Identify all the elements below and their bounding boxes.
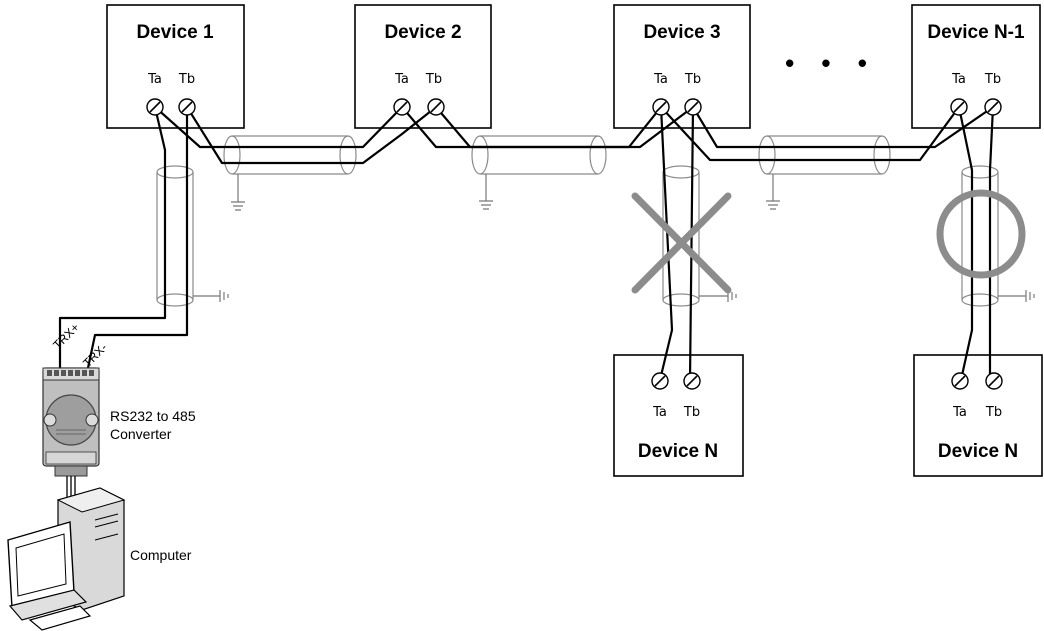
wire-tb-bus bbox=[186, 105, 994, 165]
screw-icon bbox=[393, 98, 411, 116]
converter-device bbox=[42, 367, 100, 477]
screw-icon bbox=[651, 372, 669, 390]
device-n-right-title: Device N bbox=[938, 441, 1018, 462]
screw-icon bbox=[684, 98, 702, 116]
trx-plus-label: TRX+ bbox=[50, 320, 82, 352]
ellipsis: • • • bbox=[785, 48, 877, 78]
device-n-right: Ta Tb Device N bbox=[913, 354, 1043, 477]
screw-icon bbox=[950, 98, 968, 116]
computer-label: Computer bbox=[130, 547, 192, 563]
vertical-shields bbox=[156, 165, 1035, 307]
correct-mark-o bbox=[936, 189, 1026, 279]
converter-pins bbox=[47, 370, 94, 376]
device-n-left-title: Device N bbox=[638, 441, 718, 462]
shield-segment-2 bbox=[471, 135, 607, 210]
screw-icon bbox=[985, 372, 1003, 390]
shield-vertical-device-n-left bbox=[662, 165, 737, 307]
device-3-tb-label: Tb bbox=[684, 72, 701, 87]
device-2-title: Device 2 bbox=[384, 22, 461, 43]
terminal-screws bbox=[146, 98, 1003, 390]
trx-minus-label: TRX- bbox=[80, 340, 110, 370]
device-n-1-tb-label: Tb bbox=[984, 72, 1001, 87]
screw-icon bbox=[427, 98, 445, 116]
device-1-tb-label: Tb bbox=[178, 72, 195, 87]
shield-segment-1 bbox=[223, 135, 357, 211]
device-n-left: Ta Tb Device N bbox=[613, 354, 744, 477]
wire-branch-right-ta bbox=[957, 106, 974, 381]
computer-icon bbox=[7, 487, 126, 631]
screw-icon bbox=[652, 98, 670, 116]
horizontal-shields bbox=[223, 135, 891, 211]
device-n-left-tb-label: Tb bbox=[683, 405, 700, 420]
device-2: Device 2 Ta Tb bbox=[354, 4, 492, 129]
device-n-1: Device N-1 Ta Tb bbox=[911, 4, 1041, 129]
screw-icon bbox=[951, 372, 969, 390]
wire-branch-left-ta bbox=[658, 106, 674, 381]
wire-ta-bus bbox=[154, 105, 960, 162]
device-2-tb-label: Tb bbox=[425, 72, 442, 87]
wrong-mark-x bbox=[631, 192, 732, 294]
wire-trx-minus bbox=[86, 107, 189, 369]
wire-trx-plus bbox=[58, 106, 167, 368]
device-2-ta-label: Ta bbox=[394, 72, 409, 87]
device-n-right-tb-label: Tb bbox=[985, 405, 1002, 420]
device-3-title: Device 3 bbox=[643, 22, 720, 43]
device-1: Device 1 Ta Tb bbox=[106, 4, 245, 129]
device-n-1-ta-label: Ta bbox=[951, 72, 966, 87]
device-n-1-title: Device N-1 bbox=[927, 22, 1025, 43]
device-3-ta-label: Ta bbox=[653, 72, 668, 87]
screw-icon bbox=[178, 98, 196, 116]
device-1-ta-label: Ta bbox=[147, 72, 162, 87]
converter-label-line1: RS232 to 485 bbox=[110, 408, 196, 424]
screw-icon bbox=[683, 372, 701, 390]
device-1-title: Device 1 bbox=[136, 22, 214, 43]
converter-label-line2: Converter bbox=[110, 426, 172, 442]
device-n-left-ta-label: Ta bbox=[652, 405, 667, 420]
bus-wires bbox=[58, 105, 995, 381]
screw-icon bbox=[146, 98, 164, 116]
device-n-right-ta-label: Ta bbox=[952, 405, 967, 420]
screw-icon bbox=[984, 98, 1002, 116]
wire-branch-left-tb bbox=[688, 106, 695, 381]
shield-segment-3 bbox=[758, 135, 891, 210]
wire-branch-right-tb bbox=[988, 106, 995, 380]
shield-vertical-converter bbox=[156, 165, 229, 307]
device-3: Device 3 Ta Tb bbox=[613, 4, 751, 129]
